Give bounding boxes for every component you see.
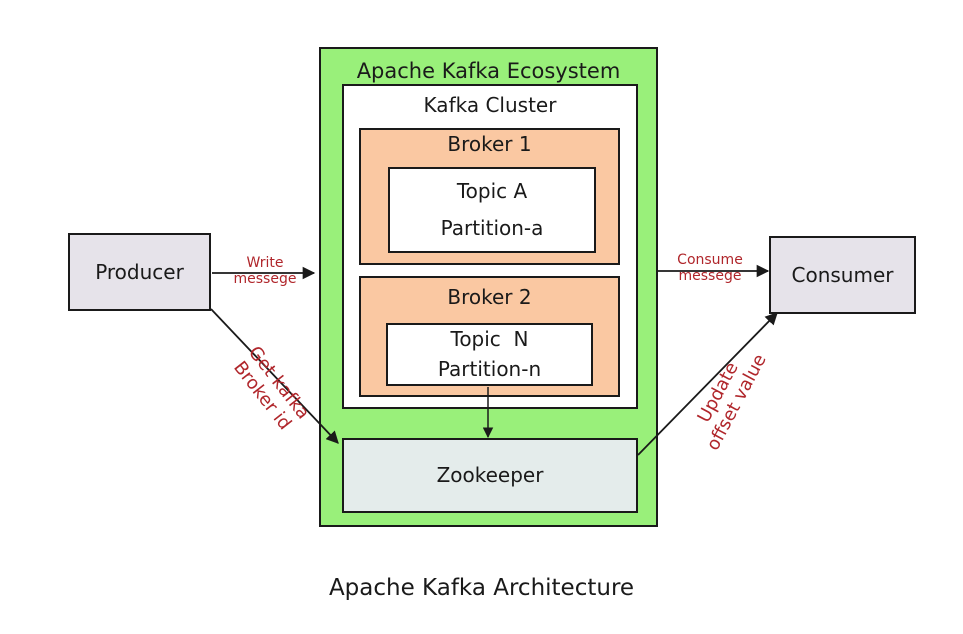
broker-2-title: Broker 2	[447, 285, 532, 309]
update-offset-label: Update offset value	[677, 326, 779, 469]
broker-1-title: Broker 1	[447, 132, 532, 156]
diagram-caption: Apache Kafka Architecture	[328, 575, 635, 601]
broker-2-topic-label: Topic N	[450, 327, 529, 351]
consume-label-line1: Consume	[677, 252, 743, 268]
cluster-title: Kafka Cluster	[423, 93, 557, 117]
consumer-box	[769, 236, 916, 314]
consumer-label: Consumer	[791, 263, 894, 287]
broker-1-partition-label: Partition-a	[440, 216, 544, 240]
producer-box	[68, 233, 211, 311]
consume-label-line2: messege	[678, 268, 742, 285]
broker-2-partition-label: Partition-n	[437, 357, 542, 381]
consume-message-label: Consume messege	[658, 252, 762, 284]
producer-label: Producer	[95, 260, 184, 284]
zookeeper-box	[342, 438, 638, 513]
get-broker-id-label: Get kafka Broker id	[217, 330, 323, 450]
broker-1-topic-box	[388, 167, 596, 253]
broker-1-topic-label: Topic A	[456, 179, 528, 203]
broker-2-topic-box	[386, 323, 593, 386]
write-label-line1: Write	[246, 255, 284, 271]
zookeeper-label: Zookeeper	[436, 463, 544, 487]
write-message-label: Write messege	[215, 255, 315, 287]
write-label-line2: messege	[233, 271, 297, 288]
ecosystem-title: Apache Kafka Ecosystem	[356, 59, 621, 83]
